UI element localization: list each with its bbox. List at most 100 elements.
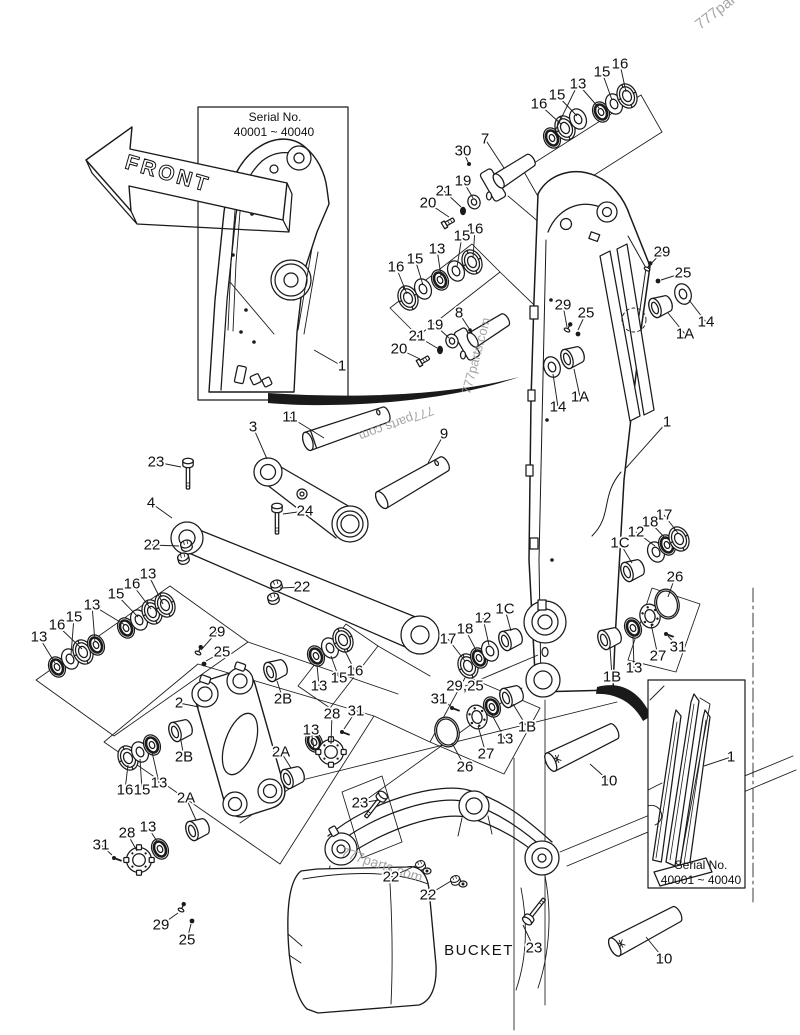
part-label-16: 16	[347, 663, 364, 680]
part-label-28: 28	[324, 706, 341, 723]
part-label-11: 11	[282, 409, 298, 426]
leader-line	[443, 190, 462, 208]
leader-line	[650, 623, 659, 657]
leader-line	[151, 544, 180, 547]
leader-line	[282, 510, 306, 515]
swoosh-mark-2	[596, 685, 651, 721]
part-label-15: 15	[331, 670, 348, 687]
part-label-1C: 1C	[610, 535, 629, 552]
leader-line	[151, 751, 160, 784]
leader-line	[330, 713, 333, 745]
part-label-14: 14	[550, 399, 567, 416]
leader-line	[147, 573, 164, 605]
leader-line	[313, 349, 343, 367]
leader-line	[100, 844, 113, 856]
leader-line	[147, 826, 159, 844]
leader-line	[414, 258, 424, 286]
part-label-21: 21	[436, 183, 453, 200]
serial-caption-line2: 40001 ~ 40040	[234, 125, 315, 139]
leader-line	[464, 654, 539, 687]
part-label-12: 12	[475, 610, 492, 627]
part-label-13: 13	[31, 629, 48, 646]
part-label-23: 23	[352, 795, 369, 812]
leader-line	[434, 324, 450, 339]
part-label-2A: 2A	[272, 744, 290, 761]
part-label-26: 26	[457, 759, 474, 776]
part-label-30: 30	[455, 143, 472, 160]
part-label-13: 13	[303, 722, 320, 739]
leader-line	[205, 651, 223, 662]
seal-kit-left	[44, 589, 180, 682]
part-label-27: 27	[650, 648, 667, 665]
h-link-group	[111, 643, 350, 876]
leader-line	[178, 702, 200, 708]
leader-line	[416, 335, 438, 349]
part-label-13: 13	[140, 819, 157, 836]
part-label-20: 20	[420, 195, 437, 212]
part-label-17: 17	[440, 631, 457, 648]
part-label-13: 13	[570, 76, 587, 93]
serial-caption2-line1: Serial No.	[675, 858, 728, 872]
part-label-10: 10	[656, 951, 673, 968]
leader-line	[462, 180, 474, 199]
part-label-13: 13	[140, 566, 157, 583]
serial-caption2-line2: 40001 ~ 40040	[661, 873, 742, 887]
leader-line	[427, 880, 452, 896]
part-label-1B: 1B	[518, 719, 536, 736]
part-label-2: 2	[175, 695, 183, 712]
part-label-18: 18	[457, 621, 474, 638]
part-label-22: 22	[383, 869, 400, 886]
part-label-31: 31	[93, 837, 110, 854]
part-label-16: 16	[49, 617, 66, 634]
leader-line	[316, 664, 320, 687]
part-label-28: 28	[119, 825, 136, 842]
leader-line	[632, 635, 635, 669]
part-label-12: 12	[628, 524, 645, 541]
part-label-29: 29	[153, 917, 170, 934]
swoosh-mark	[268, 377, 519, 406]
leader-line	[458, 312, 473, 334]
part-label-15: 15	[66, 609, 83, 626]
link-group	[170, 403, 453, 655]
leader-line	[91, 604, 126, 626]
leader-line	[462, 150, 469, 163]
part-label-23: 23	[148, 454, 165, 471]
part-label-15: 15	[407, 251, 424, 268]
part-label-24: 24	[297, 503, 314, 520]
leader-line	[447, 638, 466, 662]
part-label-27: 27	[478, 746, 495, 763]
part-label-26: 26	[667, 569, 684, 586]
part-label-18: 18	[642, 514, 659, 531]
leader-line	[395, 266, 408, 295]
leader-line	[625, 421, 668, 469]
part-label-23: 23	[526, 940, 543, 957]
part-label-22: 22	[294, 579, 311, 596]
part-label-3: 3	[249, 419, 257, 436]
leader-line	[538, 103, 562, 125]
part-label-1C: 1C	[495, 601, 514, 618]
leader-line	[609, 646, 613, 678]
leader-line	[484, 138, 505, 169]
leader-line	[667, 576, 676, 598]
leader-line	[553, 83, 579, 134]
leader-line	[667, 635, 679, 648]
part-label-4: 4	[147, 495, 155, 512]
part-label-8: 8	[455, 305, 463, 322]
part-label-15: 15	[454, 228, 471, 245]
pin-7-group	[440, 151, 539, 230]
part-label-2B: 2B	[175, 749, 193, 766]
leader-line	[70, 616, 75, 656]
leader-line	[398, 348, 421, 360]
part-label-15: 15	[108, 586, 125, 603]
leader-line	[451, 742, 466, 768]
part-label-16: 16	[117, 782, 134, 799]
leader-line	[647, 251, 663, 268]
part-label-25: 25	[214, 644, 231, 661]
leader-line	[577, 83, 600, 109]
leader-line	[464, 628, 478, 653]
leader-line	[456, 235, 463, 268]
part-label-16: 16	[467, 221, 484, 238]
leader-line	[667, 312, 686, 335]
